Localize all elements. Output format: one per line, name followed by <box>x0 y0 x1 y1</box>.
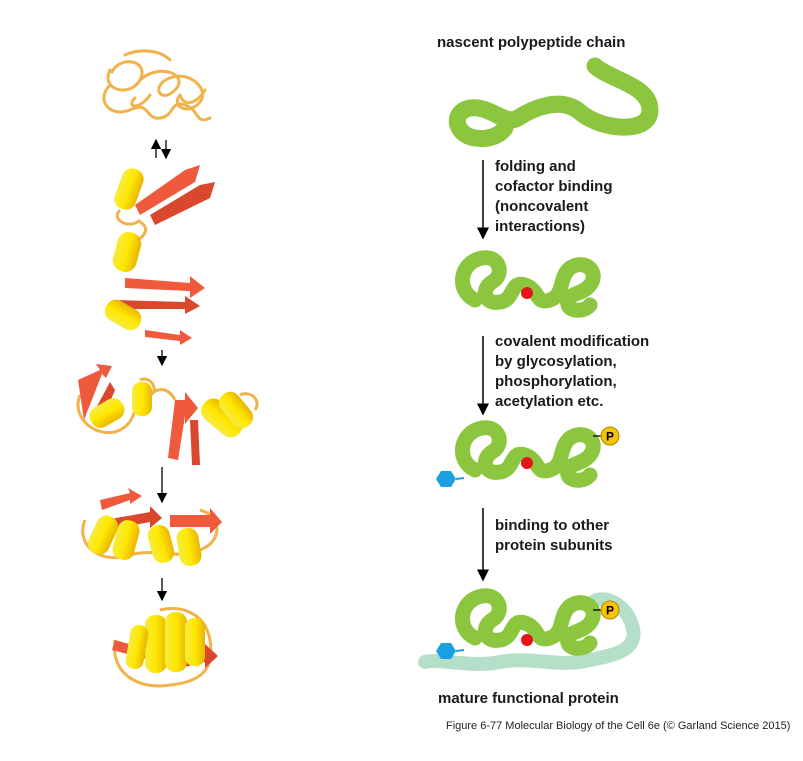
hairpin-element <box>114 165 215 226</box>
label-line: by glycosylation, <box>495 353 617 370</box>
glycosylation-marker <box>436 643 456 659</box>
cofactor <box>521 287 533 299</box>
folded-protein <box>454 250 601 318</box>
partner-subunit <box>418 592 641 671</box>
figure-caption: Figure 6-77 Molecular Biology of the Cel… <box>446 720 791 732</box>
label-nascent-chain: nascent polypeptide chain <box>437 34 626 51</box>
cofactor <box>521 634 533 646</box>
label-binding-step: binding to other protein subunits <box>495 516 613 556</box>
pathway: P P <box>418 57 659 671</box>
label-line: (noncovalent <box>495 198 589 215</box>
cofactor <box>521 457 533 469</box>
reversible-arrows <box>150 138 172 160</box>
mature-complex: P <box>418 588 641 671</box>
folding-series <box>76 49 259 688</box>
label-line: cofactor binding <box>495 178 613 195</box>
two-domains <box>76 364 259 465</box>
label-line: binding to other <box>495 517 610 534</box>
label-line: folding and <box>495 158 576 175</box>
label-folding-step: folding and cofactor binding (noncovalen… <box>495 157 613 237</box>
label-line: interactions) <box>495 218 586 235</box>
phosphate-label: P <box>606 430 614 444</box>
modified-protein: P <box>436 420 620 488</box>
glycosylation-marker <box>436 471 456 487</box>
label-mature-protein: mature functional protein <box>438 690 619 707</box>
secondary-structure-element <box>104 220 205 345</box>
label-line: acetylation etc. <box>495 393 604 410</box>
packed-domains <box>81 488 222 567</box>
phosphate-marker <box>600 426 620 446</box>
phosphate-marker <box>600 600 620 620</box>
phosphate-label: P <box>606 604 614 618</box>
compact-fold <box>112 607 218 688</box>
label-line: covalent modification <box>495 333 650 350</box>
nascent-chain <box>448 57 659 147</box>
label-line: protein subunits <box>495 537 613 554</box>
unfolded-coil <box>102 49 212 122</box>
label-modification-step: covalent modification by glycosylation, … <box>495 332 649 412</box>
label-line: phosphorylation, <box>495 373 617 390</box>
